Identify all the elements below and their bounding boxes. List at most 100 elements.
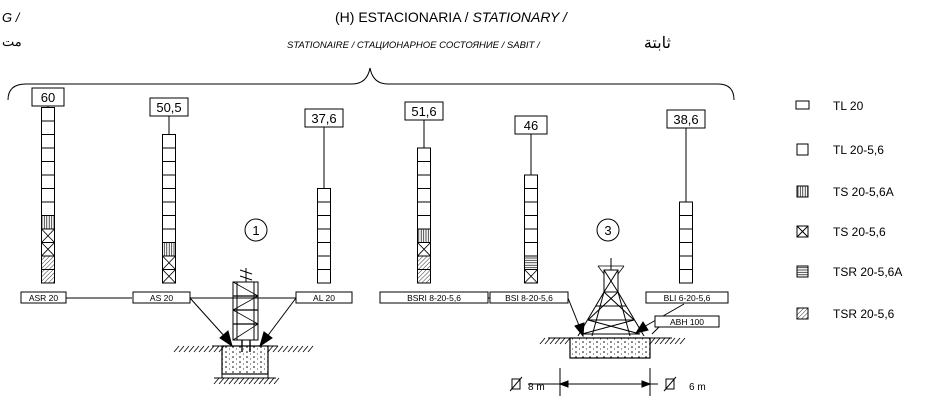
mast-section bbox=[524, 255, 538, 270]
mast-section bbox=[162, 242, 176, 257]
mast-height-label: 46 bbox=[524, 118, 538, 133]
mast-base-label: BLI 6-20-5,6 bbox=[664, 293, 711, 303]
mast-section bbox=[162, 161, 176, 176]
dimension-left-label: 8 m bbox=[528, 382, 545, 393]
mast-height-label: 38,6 bbox=[673, 112, 698, 127]
subtitle-arabic: ثابتة bbox=[644, 35, 671, 52]
legend-item: TL 20 bbox=[795, 99, 864, 113]
title: (H) ESTACIONARIA / STATIONARY / bbox=[335, 9, 569, 25]
mast-3: 37,6 AL 20 bbox=[295, 108, 353, 304]
legend-label: TSR 20-5,6 bbox=[833, 307, 895, 321]
mast-section bbox=[41, 269, 55, 284]
legend-item: TSR 20-5,6 bbox=[796, 307, 895, 321]
mast-section bbox=[317, 215, 331, 230]
mast-section bbox=[417, 188, 431, 203]
right-ground-hatch bbox=[539, 337, 686, 345]
left-foundation bbox=[212, 345, 278, 379]
mast-section bbox=[417, 215, 431, 230]
vertical-hatch-square-icon bbox=[796, 185, 809, 198]
mast-base-label-box bbox=[645, 291, 729, 304]
legend-item: TSR 20-5,6A bbox=[796, 265, 902, 279]
mast-section bbox=[317, 269, 331, 284]
mast-section bbox=[679, 201, 693, 216]
right-tower-structure bbox=[577, 258, 645, 337]
svg-text:3: 3 bbox=[604, 223, 611, 238]
legend-label: TS 20-5,6A bbox=[833, 185, 894, 199]
left-ground-hatch bbox=[173, 345, 314, 385]
legend-item: TS 20-5,6A bbox=[796, 185, 894, 199]
mast-height-label: 50,5 bbox=[156, 100, 181, 115]
mast-section bbox=[524, 201, 538, 216]
mast-base-label: AS 20 bbox=[150, 293, 173, 303]
mast-section bbox=[417, 255, 431, 270]
legend-label: TS 20-5,6 bbox=[833, 225, 886, 239]
mast-section bbox=[679, 228, 693, 243]
mast-section bbox=[162, 174, 176, 189]
mast-section bbox=[41, 134, 55, 149]
diameter-icon bbox=[511, 378, 521, 390]
mast-base-label: BSRI 8-20-5,6 bbox=[407, 293, 461, 303]
subtitle: STATIONAIRE / СТАЦИОНАРНОЕ СОСТОЯНИЕ / S… bbox=[287, 40, 541, 51]
mast-base-label: ASR 20 bbox=[29, 293, 59, 303]
title-cut-left-line2: مت bbox=[2, 34, 22, 49]
dimension-right-label: 6 m bbox=[689, 382, 706, 393]
mast-section bbox=[41, 255, 55, 270]
mast-section bbox=[162, 134, 176, 149]
grouping-brace bbox=[7, 67, 735, 101]
mast-section bbox=[41, 107, 55, 122]
legend-item: TL 20-5,6 bbox=[796, 143, 884, 157]
mast-section bbox=[41, 161, 55, 176]
mast-section bbox=[417, 269, 431, 284]
mast-base-label: BSI 8-20-5,6 bbox=[505, 293, 553, 303]
mast-section bbox=[679, 269, 693, 284]
mast-section bbox=[417, 201, 431, 216]
diameter-icon bbox=[665, 378, 675, 390]
diameter-right: 6 m bbox=[663, 376, 706, 393]
mast-section bbox=[679, 255, 693, 270]
mast-section bbox=[41, 120, 55, 135]
diagonal-hatch-square-icon bbox=[796, 307, 809, 320]
mast-height-label: 37,6 bbox=[311, 111, 336, 126]
legend-label: TSR 20-5,6A bbox=[833, 265, 902, 279]
mast-2: 50,5 AS 20 bbox=[132, 97, 191, 304]
mast-section bbox=[524, 242, 538, 257]
dimension-line bbox=[528, 368, 658, 396]
marker-3: 3 bbox=[596, 218, 620, 242]
mast-section bbox=[41, 147, 55, 162]
svg-text:1: 1 bbox=[252, 223, 259, 238]
abh-label: ABH 100 bbox=[654, 315, 720, 328]
mast-section bbox=[524, 228, 538, 243]
marker-1: 1 bbox=[244, 218, 268, 242]
mast-section bbox=[524, 174, 538, 189]
mast-section bbox=[162, 147, 176, 162]
square-icon bbox=[796, 143, 809, 156]
right-foundation bbox=[548, 337, 672, 359]
mast-section bbox=[417, 161, 431, 176]
header: (H) ESTACIONARIA / STATIONARY / STATIONA… bbox=[2, 9, 671, 52]
small-rectangle-icon bbox=[795, 100, 810, 110]
mast-section bbox=[524, 215, 538, 230]
mast-base-label: AL 20 bbox=[313, 293, 335, 303]
mast-section bbox=[162, 215, 176, 230]
mast-section bbox=[524, 188, 538, 203]
mast-section bbox=[679, 242, 693, 257]
legend-label: TL 20-5,6 bbox=[833, 143, 884, 157]
horizontal-hatch-square-icon bbox=[796, 265, 809, 278]
mast-height-label: 51,6 bbox=[411, 104, 436, 119]
title-cut-left-line1: G / bbox=[2, 10, 21, 25]
mast-section bbox=[41, 201, 55, 216]
mast-height-label: 60 bbox=[41, 90, 55, 105]
mast-section bbox=[317, 188, 331, 203]
mast-section bbox=[417, 174, 431, 189]
mast-section bbox=[317, 242, 331, 257]
mast-section bbox=[417, 147, 431, 162]
legend-label: TL 20 bbox=[833, 99, 864, 113]
cross-square-icon bbox=[796, 225, 809, 238]
